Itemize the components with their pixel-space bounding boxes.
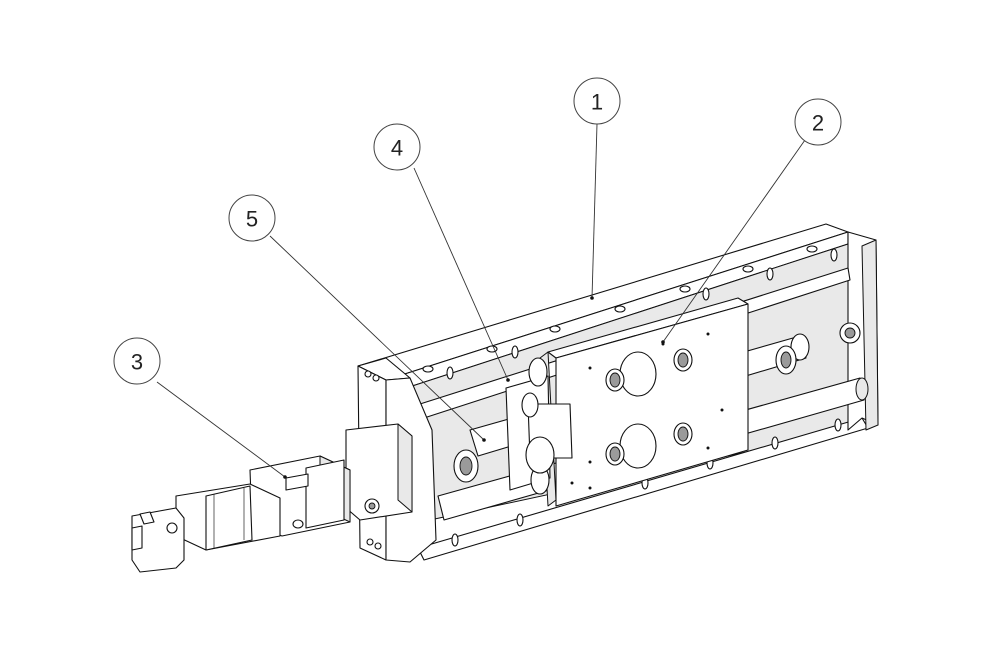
leader-lines bbox=[156, 123, 806, 479]
leader-1 bbox=[591, 123, 598, 299]
leader-4 bbox=[413, 167, 509, 381]
callout-1-label: 1 bbox=[591, 90, 603, 115]
callout-3-label: 3 bbox=[131, 350, 143, 375]
callout-2: 2 bbox=[794, 98, 842, 146]
leader-2 bbox=[662, 139, 806, 343]
callout-5: 5 bbox=[228, 194, 276, 242]
callout-3: 3 bbox=[113, 337, 161, 385]
motor-flange bbox=[345, 423, 413, 521]
callout-4-label: 4 bbox=[391, 136, 403, 161]
leader-3 bbox=[156, 381, 286, 478]
callout-4: 4 bbox=[373, 123, 421, 171]
stepper-motor bbox=[131, 483, 281, 573]
leader-5 bbox=[269, 235, 485, 441]
callout-1: 1 bbox=[573, 77, 621, 125]
bearing-block bbox=[453, 357, 573, 495]
callout-2-label: 2 bbox=[812, 111, 824, 136]
callout-5-label: 5 bbox=[246, 207, 258, 232]
